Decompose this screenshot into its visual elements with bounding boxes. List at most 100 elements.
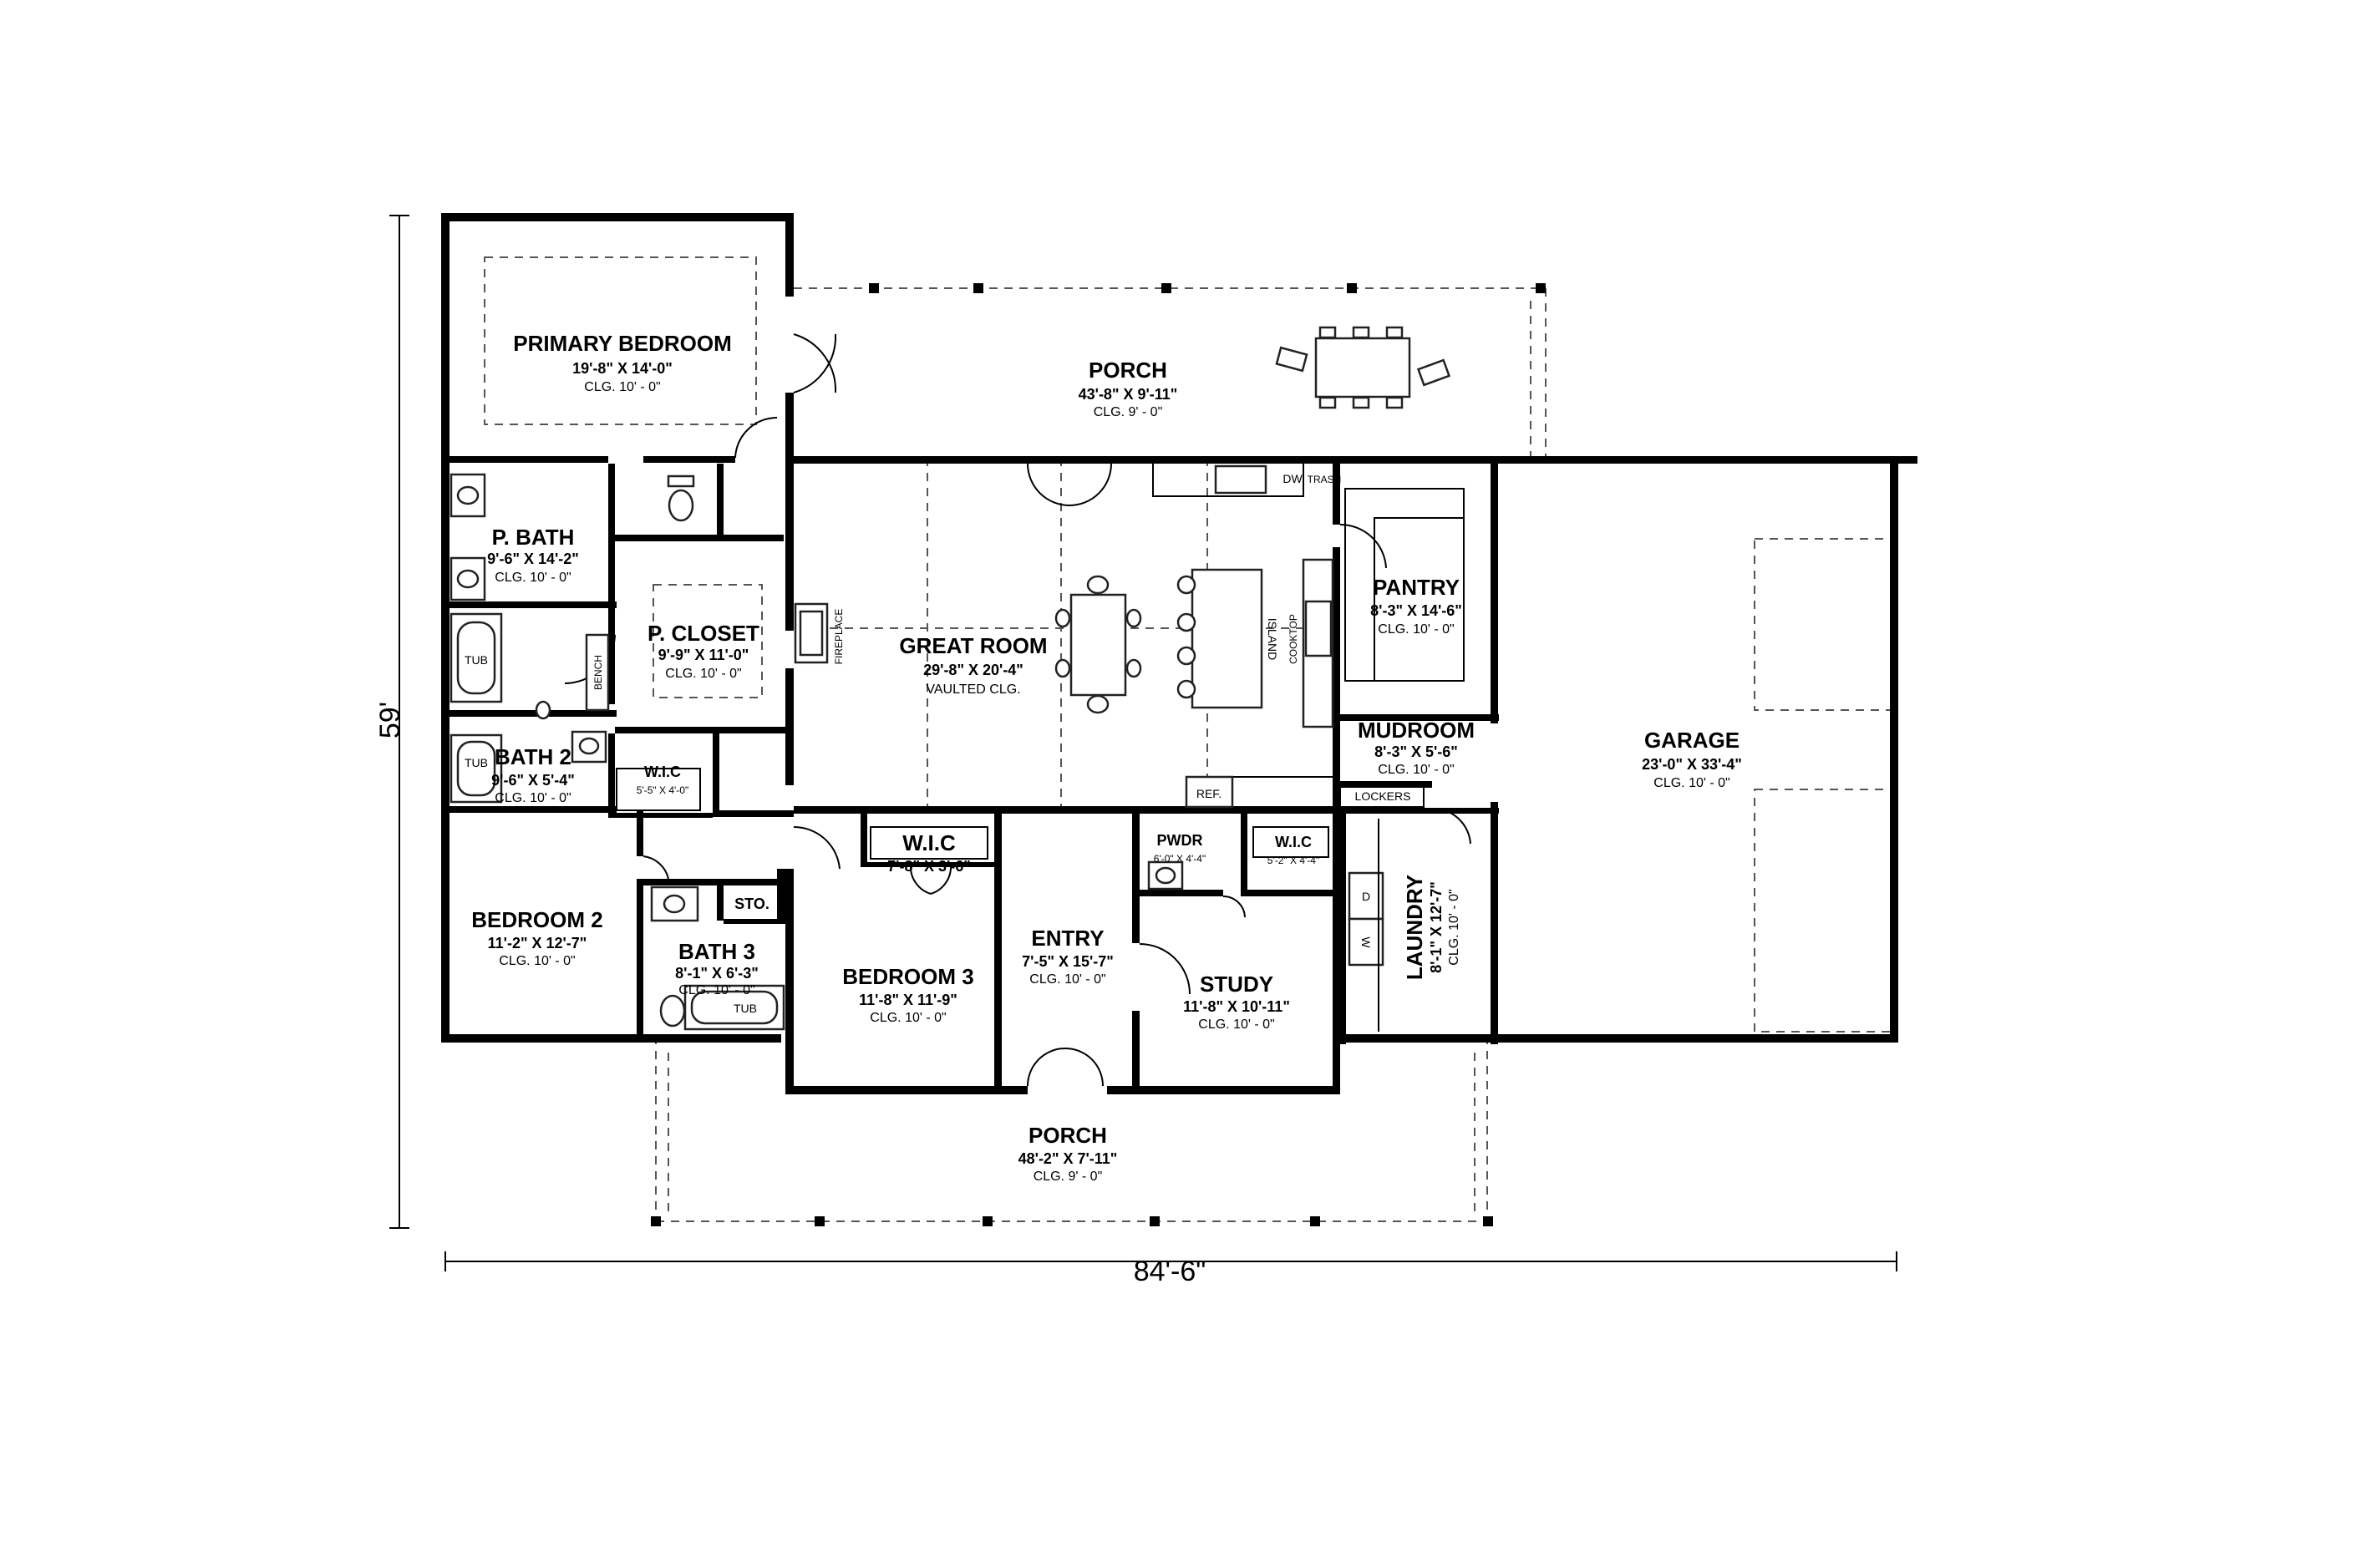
room-rear-porch: PORCH 43'-8" X 9'-11" CLG. 9' - 0" xyxy=(1079,358,1178,419)
p-closet-clg: CLG. 10' - 0" xyxy=(665,667,741,681)
bath-2-clg: CLG. 10' - 0" xyxy=(495,791,571,805)
wic-bath2-name: W.I.C xyxy=(644,764,681,780)
study-name: STUDY xyxy=(1200,972,1273,997)
bath-3-name: BATH 3 xyxy=(678,939,755,964)
front-porch-dims: 48'-2" X 7'-11" xyxy=(1018,1150,1118,1167)
p-closet-name: P. CLOSET xyxy=(648,621,759,646)
entry-clg: CLG. 10' - 0" xyxy=(1029,972,1105,987)
room-wic-study: W.I.C 5'-2" X 4'-4" xyxy=(1267,834,1319,866)
garage-name: GARAGE xyxy=(1644,728,1740,753)
rear-porch-clg: CLG. 9' - 0" xyxy=(1094,405,1163,419)
p-closet-dims: 9'-9" X 11'-0" xyxy=(658,647,749,663)
p-bath-dims: 9'-6" X 14'-2" xyxy=(487,551,579,567)
room-bath-2: BATH 2 9'-6" X 5'-4" CLG. 10' - 0" xyxy=(491,744,575,805)
overall-depth-label: 59' xyxy=(374,702,406,738)
great-room-name: GREAT ROOM xyxy=(899,633,1047,658)
p-bath-clg: CLG. 10' - 0" xyxy=(495,571,571,585)
room-front-porch: PORCH 48'-2" X 7'-11" CLG. 9' - 0" xyxy=(1018,1123,1118,1184)
bath-3-dims: 8'-1" X 6'-3" xyxy=(675,965,759,982)
front-porch-clg: CLG. 9' - 0" xyxy=(1034,1170,1103,1184)
ref-label: REF. xyxy=(1196,787,1222,800)
study-clg: CLG. 10' - 0" xyxy=(1198,1017,1274,1032)
bedroom-2-dims: 11'-2" X 12'-7" xyxy=(488,935,587,951)
bath-2-name: BATH 2 xyxy=(495,744,571,769)
wic-study-name: W.I.C xyxy=(1275,834,1312,850)
tub-label-bath3: TUB xyxy=(734,1002,757,1015)
great-room-clg: VAULTED CLG. xyxy=(926,683,1020,697)
room-p-closet: P. CLOSET 9'-9" X 11'-0" CLG. 10' - 0" xyxy=(648,621,759,681)
room-great-room: GREAT ROOM 29'-8" X 20'-4" VAULTED CLG. xyxy=(899,633,1047,697)
pwdr-name: PWDR xyxy=(1157,832,1203,849)
doors xyxy=(564,333,1471,1087)
primary-bedroom-dims: 19'-8" X 14'-0" xyxy=(572,360,673,377)
room-mudroom: MUDROOM 8'-3" X 5'-6" CLG. 10' - 0" xyxy=(1358,718,1475,777)
front-porch-outline xyxy=(651,1036,1493,1226)
entry-dims: 7'-5" X 15'-7" xyxy=(1022,953,1114,970)
wic-study-dims: 5'-2" X 4'-4" xyxy=(1267,855,1319,866)
laundry-name: LAUNDRY xyxy=(1402,875,1427,980)
rear-porch-dims: 43'-8" X 9'-11" xyxy=(1079,386,1178,403)
room-primary-bedroom: PRIMARY BEDROOM 19'-8" X 14'-0" CLG. 10'… xyxy=(513,331,731,394)
bench-label: BENCH xyxy=(592,655,604,690)
porch-dining-table xyxy=(1275,326,1451,409)
primary-bedroom-clg: CLG. 10' - 0" xyxy=(584,380,660,394)
laundry-dims: 8'-1" X 12'-7" xyxy=(1428,881,1445,973)
p-bath-name: P. BATH xyxy=(492,525,575,550)
mudroom-clg: CLG. 10' - 0" xyxy=(1378,763,1454,777)
windows xyxy=(443,300,1455,1094)
fireplace-label: FIREPLACE xyxy=(833,609,845,665)
wic-bed3-name: W.I.C xyxy=(902,830,956,855)
room-bedroom-2: BEDROOM 2 11'-2" X 12'-7" CLG. 10' - 0" xyxy=(471,907,602,968)
pantry-name: PANTRY xyxy=(1373,575,1460,600)
tub-label-bath2: TUB xyxy=(465,756,488,769)
cooktop-label: COOKTOP xyxy=(1288,614,1299,664)
overall-width-label: 84'-6" xyxy=(1134,1256,1206,1287)
tub-label-pbath: TUB xyxy=(465,653,488,667)
rear-porch-name: PORCH xyxy=(1089,358,1167,383)
bedroom-3-name: BEDROOM 3 xyxy=(842,964,973,989)
garage-clg: CLG. 10' - 0" xyxy=(1653,776,1729,790)
pantry-clg: CLG. 10' - 0" xyxy=(1378,622,1454,637)
bedroom-2-name: BEDROOM 2 xyxy=(471,907,602,932)
bath-2-dims: 9'-6" X 5'-4" xyxy=(491,772,575,789)
bedroom-2-clg: CLG. 10' - 0" xyxy=(499,954,575,968)
bedroom-3-clg: CLG. 10' - 0" xyxy=(870,1011,946,1025)
room-entry: ENTRY 7'-5" X 15'-7" CLG. 10' - 0" xyxy=(1022,926,1114,987)
room-wic-bath2: W.I.C 5'-5" X 4'-0" xyxy=(637,764,688,796)
room-laundry: LAUNDRY 8'-1" X 12'-7" CLG. 10' - 0" xyxy=(1402,875,1461,980)
room-garage: GARAGE 23'-0" X 33'-4" CLG. 10' - 0" xyxy=(1642,728,1742,790)
room-sto: STO. xyxy=(734,896,769,912)
dw-label: DW xyxy=(1282,472,1303,485)
room-wic-bed3: W.I.C 7'-8" X 3'-6" xyxy=(887,830,971,875)
room-bedroom-3: BEDROOM 3 11'-8" X 11'-9" CLG. 10' - 0" xyxy=(842,964,973,1025)
entry-name: ENTRY xyxy=(1031,926,1104,951)
fixtures xyxy=(449,464,1465,1032)
dimension-lines xyxy=(389,215,1897,1271)
rear-porch-outline xyxy=(794,283,1547,458)
great-room-dims: 29'-8" X 20'-4" xyxy=(923,662,1023,678)
bath-3-clg: CLG. 10' - 0" xyxy=(678,983,754,997)
mudroom-name: MUDROOM xyxy=(1358,718,1475,743)
bedroom-3-dims: 11'-8" X 11'-9" xyxy=(859,992,957,1008)
room-study: STUDY 11'-8" X 10'-11" CLG. 10' - 0" xyxy=(1183,972,1290,1032)
study-dims: 11'-8" X 10'-11" xyxy=(1183,998,1290,1015)
trash-label: TRASH xyxy=(1308,474,1342,485)
dryer-label: D xyxy=(1362,890,1370,903)
pwdr-dims: 6'-0" X 4'-4" xyxy=(1154,853,1206,865)
sto-name: STO. xyxy=(734,896,769,912)
room-pantry: PANTRY 8'-3" X 14'-6" CLG. 10' - 0" xyxy=(1370,575,1462,637)
washer-label: W xyxy=(1359,936,1373,948)
walls xyxy=(441,213,1917,1094)
laundry-clg: CLG. 10' - 0" xyxy=(1447,889,1461,965)
room-pwdr: PWDR 6'-0" X 4'-4" xyxy=(1154,832,1206,865)
wic-bath2-dims: 5'-5" X 4'-0" xyxy=(637,784,688,796)
room-p-bath: P. BATH 9'-6" X 14'-2" CLG. 10' - 0" xyxy=(487,525,579,585)
room-bath-3: BATH 3 8'-1" X 6'-3" CLG. 10' - 0" xyxy=(675,939,759,997)
island-label: ISLAND xyxy=(1266,618,1279,661)
mudroom-dims: 8'-3" X 5'-6" xyxy=(1374,743,1458,760)
wic-bed3-dims: 7'-8" X 3'-6" xyxy=(887,858,971,875)
primary-bedroom-name: PRIMARY BEDROOM xyxy=(513,331,731,356)
front-porch-name: PORCH xyxy=(1029,1123,1107,1148)
pantry-dims: 8'-3" X 14'-6" xyxy=(1370,602,1462,619)
